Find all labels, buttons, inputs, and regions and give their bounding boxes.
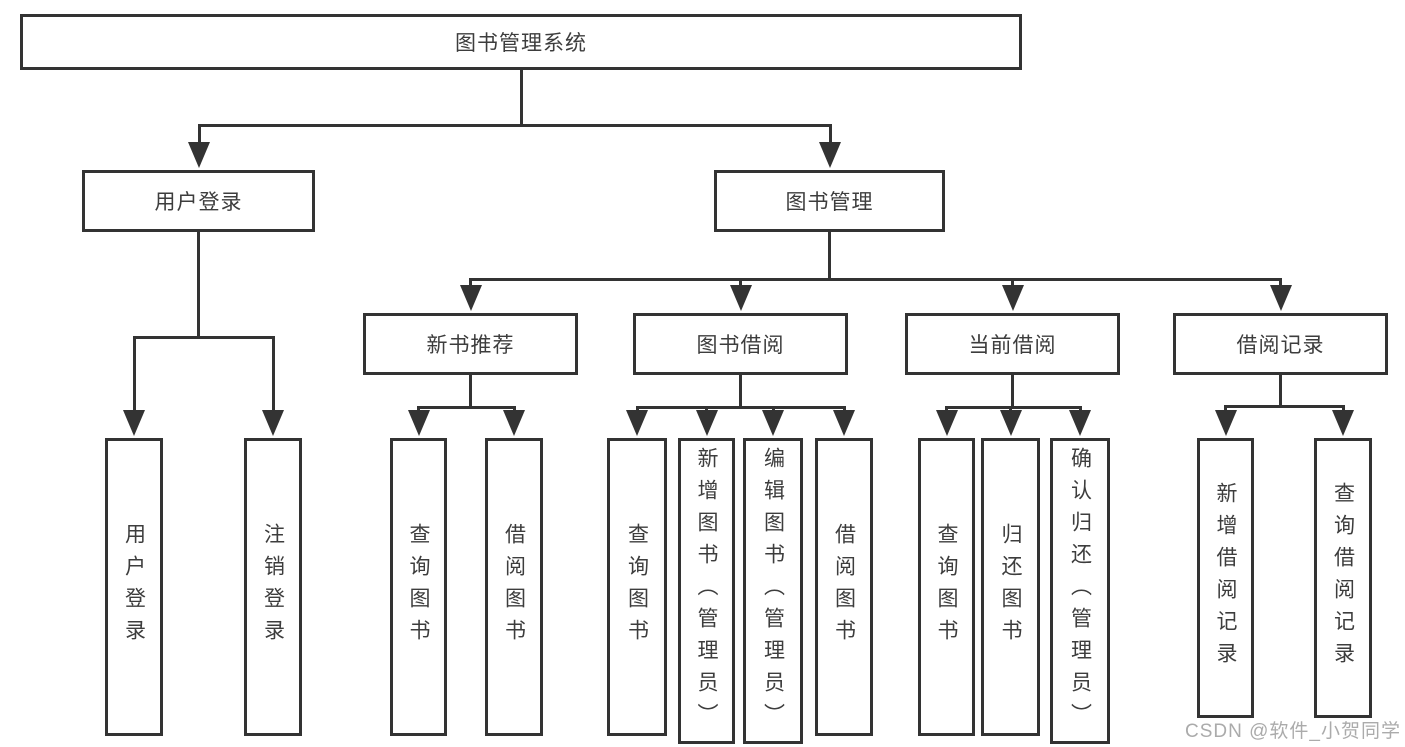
leaf-add-book-admin: 新增图书（管理员） (678, 438, 735, 744)
arrowhead-down-icon (123, 410, 145, 436)
connector-line (1224, 405, 1227, 414)
leaf-borrow-books-recommend-label: 借阅图书 (502, 523, 526, 651)
arrowhead-down-icon (460, 285, 482, 311)
leaf-query-books-borrowing-label: 查询图书 (625, 523, 649, 651)
leaf-query-borrow-record: 查询借阅记录 (1314, 438, 1372, 718)
leaf-logout-label: 注销登录 (261, 523, 285, 651)
arrowhead-down-icon (819, 142, 841, 168)
arrowhead-down-icon (730, 285, 752, 311)
connector-line (197, 232, 200, 336)
leaf-edit-book-admin: 编辑图书（管理员） (743, 438, 803, 744)
leaf-query-books-current: 查询图书 (918, 438, 975, 736)
connector-line (133, 336, 275, 339)
node-book-management: 图书管理 (714, 170, 945, 232)
leaf-query-books-recommend-label: 查询图书 (407, 523, 430, 651)
leaf-add-borrow-record-label: 新增借阅记录 (1214, 482, 1237, 674)
arrowhead-down-icon (1069, 410, 1091, 436)
arrowhead-down-icon (1215, 410, 1237, 436)
connector-line (469, 278, 472, 290)
connector-line (133, 336, 136, 414)
arrowhead-down-icon (1332, 410, 1354, 436)
connector-line (1279, 278, 1282, 290)
leaf-borrow-books-borrowing: 借阅图书 (815, 438, 873, 736)
leaf-query-borrow-record-label: 查询借阅记录 (1331, 482, 1355, 674)
connector-line (636, 406, 846, 409)
leaf-confirm-return-admin-label: 确认归还（管理员） (1068, 447, 1092, 735)
leaf-borrow-books-borrowing-label: 借阅图书 (832, 523, 856, 651)
connector-line (1342, 405, 1345, 414)
node-new-book-recommend: 新书推荐 (363, 313, 578, 375)
leaf-return-book-label: 归还图书 (999, 523, 1022, 651)
node-book-management-label: 图书管理 (785, 191, 874, 214)
arrowhead-down-icon (262, 410, 284, 436)
connector-line (828, 232, 831, 278)
watermark-text: CSDN @软件_小贺同学 (1185, 721, 1401, 742)
arrowhead-down-icon (1002, 285, 1024, 311)
leaf-logout: 注销登录 (244, 438, 302, 736)
leaf-borrow-books-recommend: 借阅图书 (485, 438, 543, 736)
node-current-borrowing: 当前借阅 (905, 313, 1120, 375)
connector-line (829, 124, 832, 146)
leaf-query-books-recommend: 查询图书 (390, 438, 447, 736)
node-borrowing-records: 借阅记录 (1173, 313, 1388, 375)
leaf-edit-book-admin-label: 编辑图书（管理员） (761, 447, 785, 735)
node-new-book-recommend-label: 新书推荐 (426, 334, 515, 357)
connector-line (417, 406, 516, 409)
node-root: 图书管理系统 (20, 14, 1022, 70)
arrowhead-down-icon (936, 410, 958, 436)
connector-line (1279, 375, 1282, 405)
connector-line (198, 124, 201, 146)
arrowhead-down-icon (696, 410, 718, 436)
leaf-user-login-label: 用户登录 (122, 523, 146, 651)
connector-line (198, 124, 832, 127)
connector-line (739, 375, 742, 406)
connector-line (272, 336, 275, 414)
arrowhead-down-icon (503, 410, 525, 436)
node-current-borrowing-label: 当前借阅 (968, 334, 1057, 357)
arrowhead-down-icon (626, 410, 648, 436)
leaf-add-book-admin-label: 新增图书（管理员） (695, 447, 718, 735)
node-user-login-label: 用户登录 (154, 191, 243, 214)
leaf-user-login: 用户登录 (105, 438, 163, 736)
connector-line (945, 406, 1082, 409)
leaf-query-books-borrowing: 查询图书 (607, 438, 667, 736)
node-book-borrowing: 图书借阅 (633, 313, 848, 375)
arrowhead-down-icon (408, 410, 430, 436)
connector-line (469, 375, 472, 406)
node-borrowing-records-label: 借阅记录 (1236, 334, 1325, 357)
connector-line (469, 278, 1282, 281)
arrowhead-down-icon (188, 142, 210, 168)
connector-line (1011, 278, 1014, 290)
connector-line (1011, 375, 1014, 406)
node-user-login: 用户登录 (82, 170, 315, 232)
connector-line (1224, 405, 1345, 408)
node-root-label: 图书管理系统 (455, 32, 587, 55)
connector-line (520, 70, 523, 124)
arrowhead-down-icon (833, 410, 855, 436)
leaf-return-book: 归还图书 (981, 438, 1040, 736)
arrowhead-down-icon (1270, 285, 1292, 311)
connector-line (739, 278, 742, 290)
arrowhead-down-icon (1000, 410, 1022, 436)
leaf-confirm-return-admin: 确认归还（管理员） (1050, 438, 1110, 744)
leaf-query-books-current-label: 查询图书 (935, 523, 958, 651)
node-book-borrowing-label: 图书借阅 (696, 334, 785, 357)
arrowhead-down-icon (762, 410, 784, 436)
leaf-add-borrow-record: 新增借阅记录 (1197, 438, 1254, 718)
